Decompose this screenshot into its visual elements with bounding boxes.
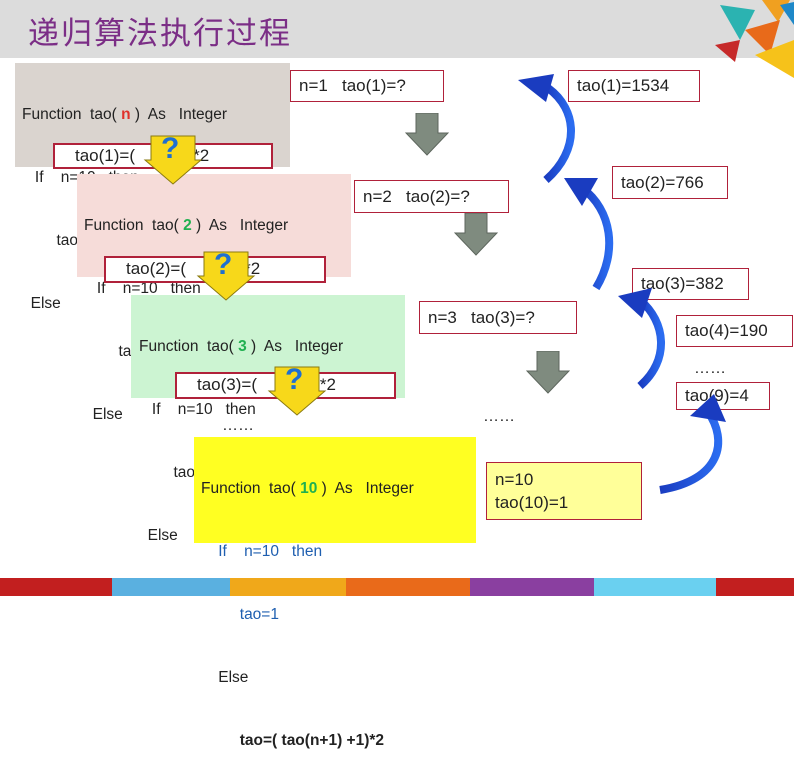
frame-3-code: Function tao( 3 ) As Integer If n=10 the… <box>139 338 344 544</box>
question-arrow-3 <box>267 366 327 416</box>
down-arrow-1 <box>405 113 449 156</box>
state-3: n=3 tao(3)=? <box>419 301 577 334</box>
return-3: tao(3)=382 <box>632 268 749 300</box>
frame-2-param: 2 <box>183 217 192 234</box>
bottom-decoration <box>0 578 794 596</box>
question-mark-1: ? <box>161 132 180 165</box>
return-4: tao(4)=190 <box>676 315 793 347</box>
return-9: tao(9)=4 <box>676 382 770 410</box>
ellipsis-middle: …… <box>483 408 515 425</box>
return-2: tao(2)=766 <box>612 166 728 199</box>
ellipsis-right: …… <box>694 360 726 377</box>
question-mark-3: ? <box>285 363 304 396</box>
question-arrow-1 <box>143 135 203 185</box>
frame-4-param: 10 <box>300 480 318 497</box>
frame-4 <box>194 437 476 543</box>
down-arrow-2 <box>454 213 498 256</box>
frame-1-param: n <box>121 106 131 123</box>
state-1: n=1 tao(1)=? <box>290 70 444 102</box>
return-curves <box>518 74 726 494</box>
ellipsis-left: …… <box>222 417 254 434</box>
frame-1-code: Function tao( n ) As Integer If n=10 the… <box>22 106 228 312</box>
question-mark-2: ? <box>214 248 233 281</box>
final-state: n=10 tao(10)=1 <box>486 462 642 520</box>
state-2: n=2 tao(2)=? <box>354 180 509 213</box>
frame-4-code: Function tao( 10 ) As Integer If n=10 th… <box>201 480 414 749</box>
question-arrow-2 <box>196 251 256 301</box>
corner-decoration <box>715 0 794 78</box>
down-arrow-3 <box>526 351 570 394</box>
slide-title: 递归算法执行过程 <box>28 16 292 52</box>
title-bar <box>0 0 794 58</box>
return-1: tao(1)=1534 <box>568 70 700 102</box>
frame-3-param: 3 <box>238 338 247 355</box>
